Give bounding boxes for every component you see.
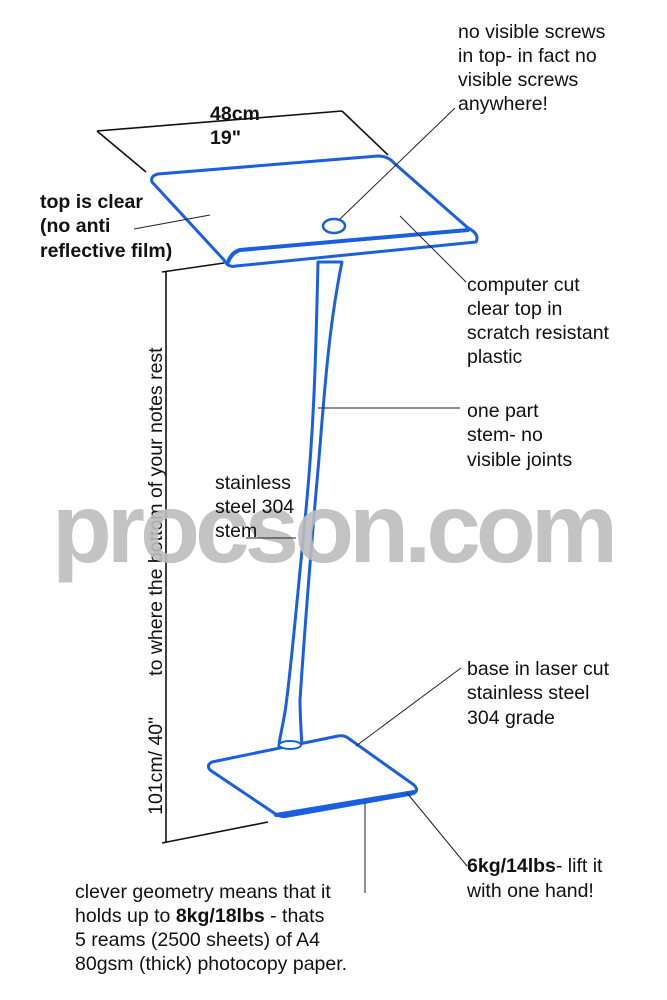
text-line: visible screws [458,69,579,91]
text-line: with one hand! [466,880,594,902]
annotation-stem-material: stainless steel 304 stem [215,472,294,542]
width-metric: 48cm [210,103,260,125]
text-line: stem [215,520,257,542]
text-line: visible joints [467,449,572,471]
annotation-screws: no visible screws in top- in fact no vis… [458,21,606,115]
height-dimension-lines [161,262,269,844]
text-line: computer cut [467,274,580,296]
base-front-edge [274,790,416,817]
watermark: procson.com [52,473,618,583]
height-note: to where the bottom of your notes rest [145,347,167,676]
width-dimension-lines [96,110,389,173]
annotation-computer-cut: computer cut clear top in scratch resist… [467,274,610,368]
capacity-value: 8kg/18lbs [176,905,265,927]
text-line: base in laser cut [467,658,610,680]
height-dimension-label: 101cm/ 40" to where the bottom of your n… [145,331,167,842]
cable-hole [321,217,347,235]
text-span: holds up to [75,905,176,927]
width-imperial: 19" [210,127,241,149]
text-line: 6kg/14lbs- lift it [467,855,603,877]
text-line: steel 304 [215,496,294,518]
annotation-capacity: clever geometry means that it holds up t… [75,881,347,975]
top-side-edge [153,183,227,263]
stem-foot [278,740,302,750]
text-line: plastic [467,346,523,368]
top-front-lip [226,228,470,264]
height-measure: 101cm/ 40" [145,717,167,815]
text-line: reflective film) [40,240,172,262]
text-line: holds up to 8kg/18lbs - thats [75,905,325,927]
text-line: 80gsm (thick) photocopy paper. [75,953,347,975]
text-line: clever geometry means that it [75,881,331,903]
annotation-weight: 6kg/14lbs- lift it with one hand! [466,855,603,902]
lectern-base [206,734,419,819]
annotation-one-part: one part stem- no visible joints [467,400,572,471]
leader-lines [133,107,468,893]
text-line: (no anti [40,215,110,237]
text-line: stem- no [467,424,543,446]
text-line: anywhere! [458,93,548,115]
text-line: one part [467,400,539,422]
text-line: clear top in [467,298,562,320]
annotation-base: base in laser cut stainless steel 304 gr… [467,658,610,729]
text-line: top is clear [40,191,143,213]
weight-value: 6kg/14lbs [467,855,556,877]
text-line: scratch resistant [467,322,610,344]
text-line: stainless [215,472,291,494]
text-line: in top- in fact no [458,45,597,67]
text-line: no visible screws [458,21,606,43]
text-line: stainless steel [467,682,589,704]
text-line: 304 grade [467,707,555,729]
annotation-top-clear: top is clear (no anti reflective film) [40,191,172,262]
text-span: - lift it [556,855,603,877]
text-line: 5 reams (2500 sheets) of A4 [75,929,320,951]
text-span: - thats [265,905,325,927]
